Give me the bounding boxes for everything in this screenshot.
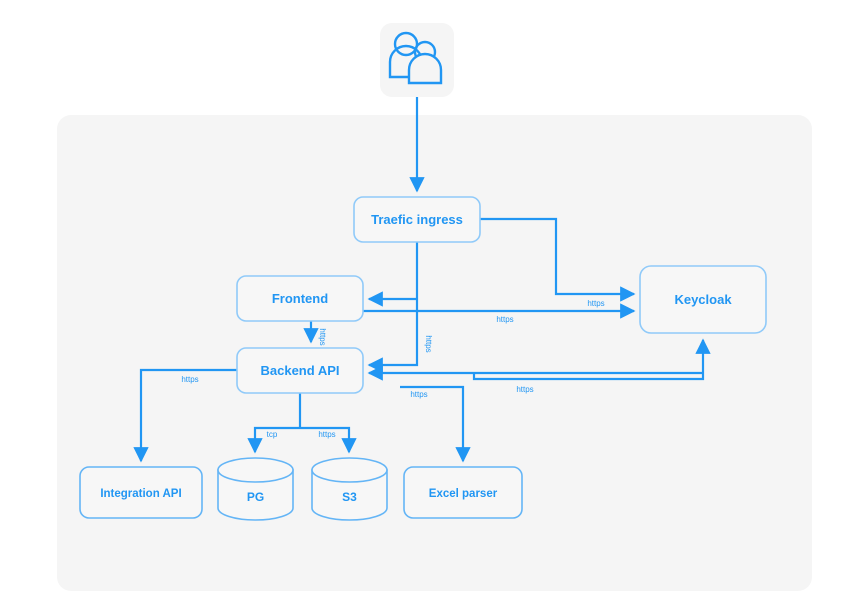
node-frontend[interactable]: Frontend [236, 275, 364, 322]
node-layer: Traefic ingress Frontend Keycloak Backen… [79, 196, 767, 521]
node-integration-label: Integration API [100, 488, 181, 500]
edge-label-frontend-backend: https [318, 328, 327, 345]
edge-label-backend-integration: https [181, 375, 198, 384]
edge-layer [133, 97, 711, 463]
edge-traefik-keycloak [480, 217, 636, 302]
edge-label-backend-s3: https [318, 430, 335, 439]
node-pg-body[interactable] [217, 469, 294, 521]
node-frontend-box[interactable] [236, 275, 364, 322]
node-s3-body[interactable] [311, 469, 388, 521]
node-pg-label: PG [247, 490, 264, 504]
node-traefik-label: Traefic ingress [371, 212, 463, 227]
cluster-panel [57, 115, 812, 591]
edge-label-backend-excel: https [410, 390, 427, 399]
node-keycloak-box[interactable] [639, 265, 767, 334]
edge-backend-s3 [300, 426, 357, 454]
node-s3[interactable]: S3 [311, 457, 388, 521]
node-backend-box[interactable] [236, 347, 364, 394]
edge-label-backend-pg: tcp [267, 430, 278, 439]
edge-label-layer: https https https https https https http… [181, 299, 604, 439]
edge-backend-excel [400, 385, 471, 463]
node-keycloak-label: Keycloak [674, 292, 732, 307]
node-keycloak[interactable]: Keycloak [639, 265, 767, 334]
edge-label-traefik-backend: https [424, 335, 433, 352]
node-s3-top [311, 457, 388, 483]
edge-label-traefik-keycloak: https [587, 299, 604, 308]
node-s3-label: S3 [342, 490, 357, 504]
node-traefik[interactable]: Traefic ingress [353, 196, 481, 243]
edge-backend-integration [133, 368, 237, 463]
node-integration[interactable]: Integration API [79, 466, 203, 519]
edge-label-frontend-keycloak: https [496, 315, 513, 324]
node-pg-top [217, 457, 294, 483]
edge-label-keycloak-backend: https [516, 385, 533, 394]
users-actor [380, 23, 454, 97]
node-frontend-label: Frontend [272, 291, 328, 306]
node-excel-label: Excel parser [429, 488, 498, 500]
edge-traefik-backend [367, 242, 419, 373]
edge-keycloak-backend [472, 338, 711, 381]
edge-backend-pg [247, 426, 300, 454]
node-backend-label: Backend API [261, 363, 340, 378]
node-excel-box[interactable] [403, 466, 523, 519]
node-traefik-box[interactable] [353, 196, 481, 243]
users-icon [388, 31, 443, 85]
node-backend[interactable]: Backend API [236, 347, 364, 394]
node-excel[interactable]: Excel parser [403, 466, 523, 519]
node-pg[interactable]: PG [217, 457, 294, 521]
node-integration-box[interactable] [79, 466, 203, 519]
